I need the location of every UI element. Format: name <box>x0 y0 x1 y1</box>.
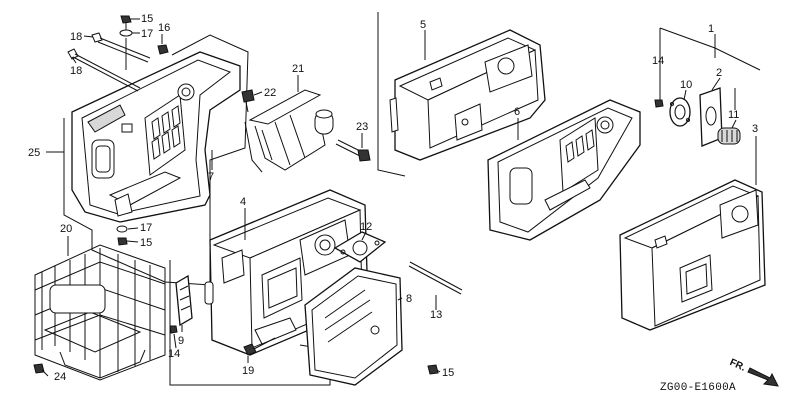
flange-bolt-18a <box>67 48 141 92</box>
leader-lines <box>41 18 757 377</box>
muffler-4 <box>169 189 369 386</box>
callout-17-top: 17 <box>141 28 153 40</box>
callout-2: 2 <box>716 67 722 79</box>
flange-bolt-18b <box>91 32 151 63</box>
screw-14-right <box>654 99 664 108</box>
nut-16 <box>157 44 169 55</box>
callout-15-lower: 15 <box>140 237 152 249</box>
callout-10: 10 <box>680 79 692 91</box>
callout-20: 20 <box>60 223 72 235</box>
callout-22: 22 <box>264 87 276 99</box>
bolt-24 <box>33 363 45 374</box>
callout-7: 7 <box>208 171 214 183</box>
callout-9: 9 <box>178 335 184 347</box>
front-direction-label: FR. <box>728 357 747 374</box>
bolt-15-lower <box>117 237 128 246</box>
muffler-guard-20 <box>34 244 166 381</box>
callout-18-top: 18 <box>70 31 82 43</box>
muffler-protector-8 <box>304 267 403 386</box>
callout-18-lower: 18 <box>70 65 82 77</box>
callout-8: 8 <box>406 293 412 305</box>
callout-15-right: 15 <box>442 367 454 379</box>
callout-24: 24 <box>54 371 66 383</box>
screw-14-left <box>169 325 178 334</box>
muffler-protector-left <box>63 34 249 286</box>
callout-14-left: 14 <box>168 348 180 360</box>
muffler-5 <box>377 12 546 177</box>
plate-9 <box>175 274 193 327</box>
bolt-15-top <box>120 15 132 30</box>
bolt-23 <box>335 139 371 162</box>
callout-11: 11 <box>728 109 739 121</box>
callout-21: 21 <box>292 63 304 75</box>
exhaust-pipe-10 <box>669 97 691 127</box>
callout-15-top: 15 <box>141 13 153 25</box>
bolt-15-right <box>427 364 439 375</box>
bolt-22 <box>241 89 255 113</box>
muffler-protector-6 <box>487 99 641 241</box>
callout-12: 12 <box>360 221 372 233</box>
washer-17-lower <box>116 225 128 233</box>
muffler-assembly-outline <box>659 27 761 100</box>
callout-25: 25 <box>28 147 40 159</box>
bolt-19 <box>243 337 276 356</box>
washer-17-top <box>119 29 133 37</box>
stud-bolt-13 <box>408 261 463 295</box>
callout-13: 13 <box>430 309 442 321</box>
callout-17-lower: 17 <box>140 222 152 234</box>
spark-arrester-11 <box>717 127 741 145</box>
callout-6: 6 <box>514 106 520 118</box>
diagram-code: ZG00-E1600A <box>660 382 736 394</box>
callout-1: 1 <box>708 23 714 35</box>
callout-23: 23 <box>356 121 368 133</box>
muffler-gasket-12 <box>333 231 387 263</box>
callout-16: 16 <box>158 22 170 34</box>
callout-5: 5 <box>420 19 426 31</box>
callout-3: 3 <box>752 123 758 135</box>
muffler-stay-21 <box>244 89 334 173</box>
front-direction-arrow <box>747 367 779 387</box>
callout-19: 19 <box>242 365 254 377</box>
muffler-3 <box>619 179 766 331</box>
gasket-2 <box>699 87 723 147</box>
callout-4: 4 <box>240 196 246 208</box>
callout-14-right: 14 <box>652 55 664 67</box>
